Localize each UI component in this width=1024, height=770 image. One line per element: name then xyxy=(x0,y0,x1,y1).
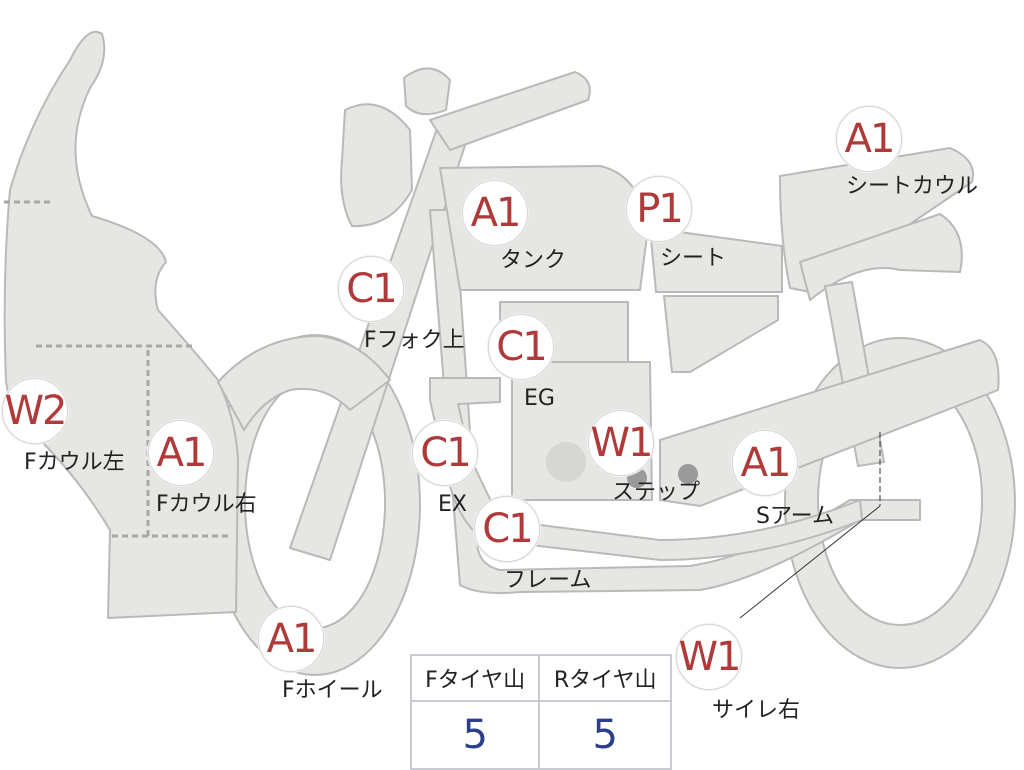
part-label-fcowl-left: Fカウル左 xyxy=(24,450,125,475)
front-tire-header: Fタイヤ山 xyxy=(409,654,541,702)
engine-cover-circle xyxy=(546,442,586,482)
frame-shape xyxy=(429,209,921,595)
grade-badge-exhaust: C1 xyxy=(412,420,478,486)
grade-badge-engine: C1 xyxy=(488,314,554,380)
side-cover-shape xyxy=(663,295,779,373)
front-tire-value: 5 xyxy=(409,700,541,770)
seat-shape xyxy=(649,227,783,293)
part-label-seat-cowl: シートカウル xyxy=(846,174,979,199)
part-label-ffork-upper: Fフォク上 xyxy=(364,328,465,353)
grade-badge-tank: A1 xyxy=(462,180,528,246)
front-cowl-shape xyxy=(3,30,239,619)
grade-badge-seat: P1 xyxy=(626,176,692,242)
part-label-tank: タンク xyxy=(500,248,567,273)
part-label-seat: シート xyxy=(660,246,727,271)
muffler-leader-line-diagonal xyxy=(739,505,881,619)
handlebar-shape xyxy=(429,71,591,151)
grade-badge-fcowl-left: W2 xyxy=(2,378,68,444)
part-label-exhaust: EX xyxy=(438,492,467,517)
headlight-shape xyxy=(340,103,413,228)
part-label-swingarm: Sアーム xyxy=(756,504,834,529)
front-fender-shape xyxy=(217,335,391,431)
part-label-frame: フレーム xyxy=(504,568,592,593)
swingarm-shape xyxy=(659,339,1000,507)
grade-badge-muffler-right: W1 xyxy=(676,624,742,690)
part-label-fwheel: Fホイール xyxy=(282,678,383,703)
footpeg-right xyxy=(678,464,698,484)
grade-badge-ffork-upper: C1 xyxy=(338,256,404,322)
part-label-engine: EG xyxy=(524,386,555,411)
grade-badge-frame: C1 xyxy=(474,496,540,562)
grade-badge-fcowl-right: A1 xyxy=(148,420,214,486)
mirror-shape xyxy=(403,67,451,116)
grade-badge-seat-cowl: A1 xyxy=(836,106,902,172)
grade-badge-swingarm: A1 xyxy=(732,430,798,496)
tire-tread-table: Fタイヤ山 Rタイヤ山 5 5 xyxy=(409,654,672,770)
part-label-fcowl-right: Fカウル右 xyxy=(156,492,257,517)
grade-badge-step: W1 xyxy=(588,410,654,476)
rear-tire-header: Rタイヤ山 xyxy=(538,654,672,702)
rear-tire-value: 5 xyxy=(538,700,672,770)
part-label-step: ステップ xyxy=(612,480,701,505)
grade-badge-fwheel: A1 xyxy=(258,606,324,672)
part-label-muffler-right: サイレ右 xyxy=(712,698,801,723)
